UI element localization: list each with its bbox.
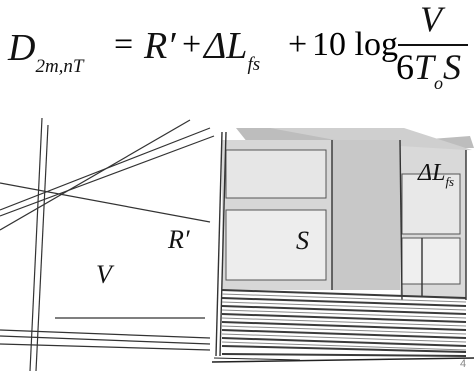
label-v: V bbox=[96, 260, 112, 289]
label-r-prime: R′ bbox=[168, 225, 190, 254]
label-s: S bbox=[296, 226, 309, 255]
formula-lhs-sub: 2m,nT bbox=[35, 56, 84, 77]
formula-block: D2m,nT = R′ + ΔLfs + 10 log V 6ToS bbox=[0, 0, 474, 110]
page-number: 4 bbox=[460, 358, 467, 370]
label-delta-sub: fs bbox=[445, 174, 455, 189]
formula-coef: 10 log bbox=[312, 26, 398, 63]
formula-den-t: T bbox=[414, 47, 435, 87]
formula-den-s: S bbox=[443, 47, 462, 87]
formula-delta-sub: fs bbox=[247, 54, 261, 75]
building-facade bbox=[211, 128, 474, 363]
formula-delta-l: ΔLfs bbox=[204, 24, 260, 75]
formula-frac-num: V bbox=[420, 0, 442, 39]
formula-lhs: D2m,nT bbox=[8, 26, 84, 77]
formula-den-six: 6 bbox=[396, 47, 414, 87]
formula-term-r: R′ bbox=[144, 25, 176, 67]
formula-delta-main: ΔL bbox=[204, 25, 248, 67]
label-delta-main: ΔL bbox=[418, 160, 446, 186]
formula-frac-den: 6ToS bbox=[396, 46, 462, 93]
formula-plus-2: + bbox=[288, 26, 308, 63]
balcony-slats bbox=[221, 289, 467, 357]
formula-frac-bar bbox=[398, 44, 468, 46]
formula-plus-1: + bbox=[182, 26, 202, 63]
room-lines bbox=[0, 117, 215, 371]
label-delta-l-fs: ΔLfs bbox=[418, 160, 455, 189]
formula-lhs-main: D bbox=[8, 27, 36, 69]
formula-den-t-sub: o bbox=[434, 73, 444, 93]
formula-equals: = bbox=[114, 26, 134, 63]
